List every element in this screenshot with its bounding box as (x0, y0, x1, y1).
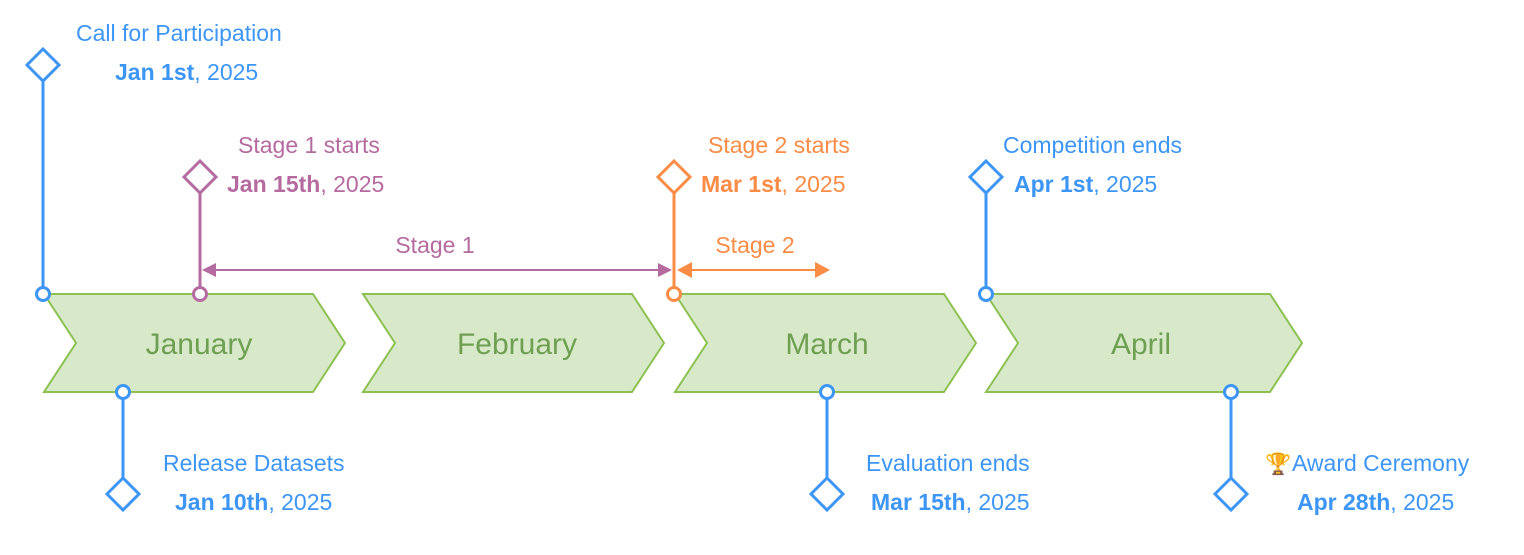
event-date: Mar 15th, 2025 (871, 489, 1030, 515)
event-date-rest: , 2025 (268, 489, 332, 515)
event-title: Award Ceremony (1292, 450, 1470, 476)
event-marker-call-for-participation[interactable]: Call for Participation Jan 1st, 2025 (24, 20, 282, 302)
event-date: Jan 1st, 2025 (115, 59, 258, 85)
month-label-february: February (457, 328, 577, 361)
diamond-icon (181, 158, 219, 196)
event-date: Jan 15th, 2025 (227, 171, 384, 197)
month-label-april: April (1111, 328, 1171, 361)
diamond-icon (24, 46, 62, 84)
stage-2-span: Stage 2 (677, 232, 830, 278)
diamond-icon (967, 158, 1005, 196)
event-date-bold: Mar 1st (701, 171, 782, 197)
event-marker-competition-ends[interactable]: Competition ends Apr 1st, 2025 (967, 132, 1182, 302)
event-title: Call for Participation (76, 20, 282, 46)
event-title: Competition ends (1003, 132, 1182, 158)
event-marker-stage-1-starts[interactable]: Stage 1 starts Jan 15th, 2025 (181, 132, 384, 302)
event-title: Release Datasets (163, 450, 345, 476)
event-date: Apr 28th, 2025 (1297, 489, 1454, 515)
month-chevron-april (984, 293, 1304, 393)
event-date-bold: Jan 15th (227, 171, 320, 197)
arrow-head-left-icon (677, 262, 692, 278)
event-date-bold: Apr 1st (1014, 171, 1094, 197)
diamond-icon (808, 475, 846, 513)
event-date: Jan 10th, 2025 (175, 489, 332, 515)
event-title: Stage 1 starts (238, 132, 380, 158)
month-band: January February March April (42, 293, 1304, 393)
event-date-rest: , 2025 (1390, 489, 1454, 515)
event-date: Apr 1st, 2025 (1014, 171, 1157, 197)
stage-1-span: Stage 1 (202, 232, 672, 277)
event-date-bold: Jan 10th (175, 489, 268, 515)
month-label-january: January (146, 328, 253, 361)
diamond-icon (655, 158, 693, 196)
trophy-icon: 🏆 (1265, 451, 1291, 476)
event-title: Evaluation ends (866, 450, 1030, 476)
month-chevron-march (673, 293, 978, 393)
month-label-march: March (785, 328, 868, 361)
event-marker-stage-2-starts[interactable]: Stage 2 starts Mar 1st, 2025 (655, 132, 850, 302)
event-date-bold: Jan 1st (115, 59, 195, 85)
event-marker-evaluation-ends[interactable]: Evaluation ends Mar 15th, 2025 (808, 384, 1030, 516)
diamond-icon (1212, 475, 1250, 513)
event-date-rest: , 2025 (782, 171, 846, 197)
arrow-head-right-icon (815, 262, 830, 278)
stage-1-label: Stage 1 (395, 232, 474, 258)
stage-2-label: Stage 2 (715, 232, 794, 258)
event-date-rest: , 2025 (966, 489, 1030, 515)
month-chevron-january (42, 293, 347, 393)
event-date-rest: , 2025 (194, 59, 258, 85)
event-date-rest: , 2025 (1093, 171, 1157, 197)
diamond-icon (104, 475, 142, 513)
arrow-head-left-icon (202, 263, 216, 277)
month-chevron-february (361, 293, 666, 393)
event-date-rest: , 2025 (320, 171, 384, 197)
event-marker-award-ceremony[interactable]: 🏆 Award Ceremony Apr 28th, 2025 (1212, 384, 1470, 516)
event-date-bold: Apr 28th (1297, 489, 1390, 515)
event-marker-release-datasets[interactable]: Release Datasets Jan 10th, 2025 (104, 384, 345, 516)
arrow-head-right-icon (658, 263, 672, 277)
event-date-bold: Mar 15th (871, 489, 966, 515)
event-date: Mar 1st, 2025 (701, 171, 846, 197)
event-title: Stage 2 starts (708, 132, 850, 158)
